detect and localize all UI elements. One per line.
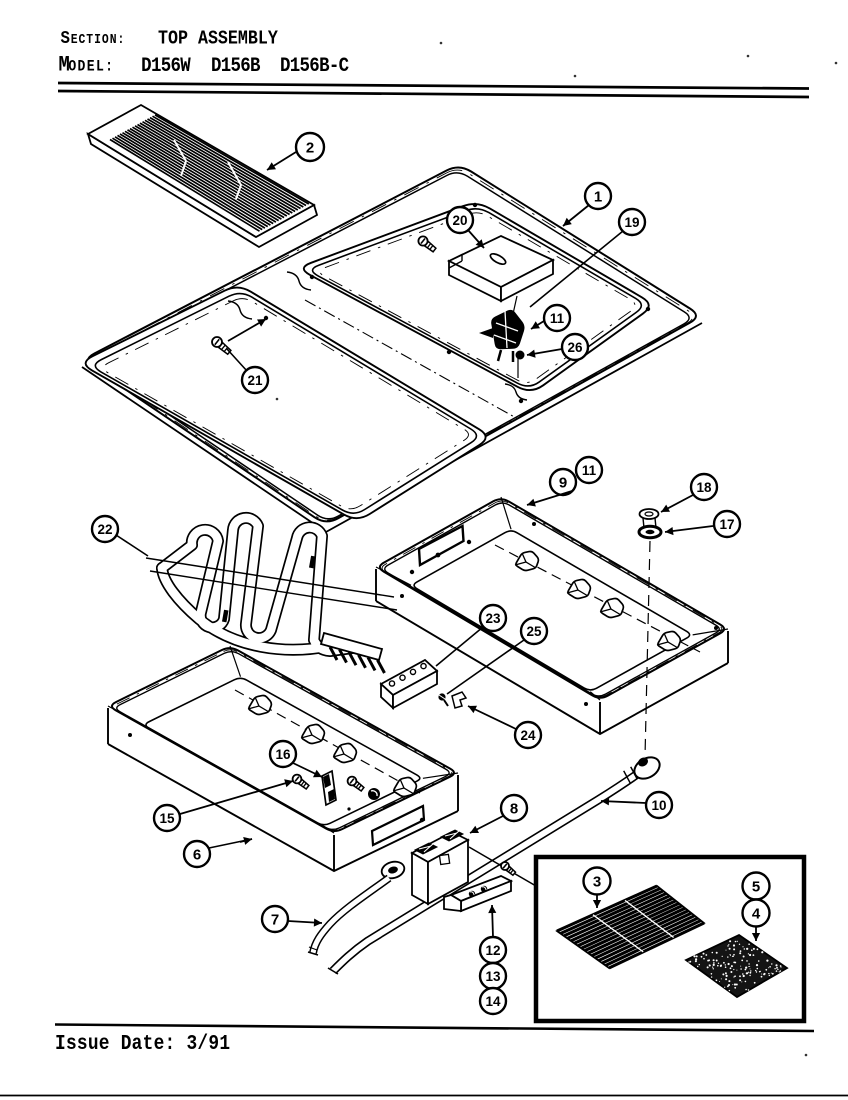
svg-text:16: 16	[275, 747, 291, 762]
svg-text:6: 6	[193, 846, 201, 863]
svg-text:11: 11	[582, 463, 597, 478]
svg-text:D156B-C: D156B-C	[280, 54, 349, 78]
svg-text:13: 13	[485, 969, 501, 984]
svg-text:12: 12	[485, 943, 500, 958]
svg-text:Issue Date: 3/91: Issue Date: 3/91	[55, 1032, 230, 1056]
svg-text:18: 18	[696, 480, 712, 495]
svg-text:TOP ASSEMBLY: TOP ASSEMBLY	[158, 28, 278, 50]
svg-text:ODEL:: ODEL:	[68, 59, 114, 76]
svg-text:23: 23	[485, 611, 501, 626]
svg-text:11: 11	[550, 311, 565, 326]
svg-text:9: 9	[559, 474, 567, 491]
svg-text:22: 22	[97, 522, 112, 537]
svg-text:D156W: D156W	[141, 54, 191, 78]
svg-text:25: 25	[526, 624, 542, 639]
svg-text:21: 21	[247, 373, 263, 388]
svg-text:17: 17	[719, 517, 734, 532]
svg-text:10: 10	[651, 798, 666, 813]
svg-text:3: 3	[593, 873, 601, 890]
svg-text:15: 15	[159, 811, 175, 826]
svg-text:5: 5	[752, 878, 760, 895]
svg-text:24: 24	[520, 728, 536, 743]
svg-text:S: S	[61, 29, 70, 49]
svg-text:4: 4	[752, 905, 761, 922]
svg-text:8: 8	[510, 800, 518, 817]
svg-text:D156B: D156B	[211, 54, 261, 78]
svg-text:1: 1	[594, 188, 602, 205]
svg-text:14: 14	[485, 994, 501, 1009]
svg-text:2: 2	[306, 139, 314, 156]
svg-text:20: 20	[452, 213, 467, 228]
svg-text:7: 7	[271, 911, 279, 928]
svg-text:19: 19	[624, 215, 639, 230]
svg-text:M: M	[59, 53, 70, 78]
svg-text:ECTION:: ECTION:	[71, 32, 126, 47]
svg-text:26: 26	[567, 340, 583, 355]
